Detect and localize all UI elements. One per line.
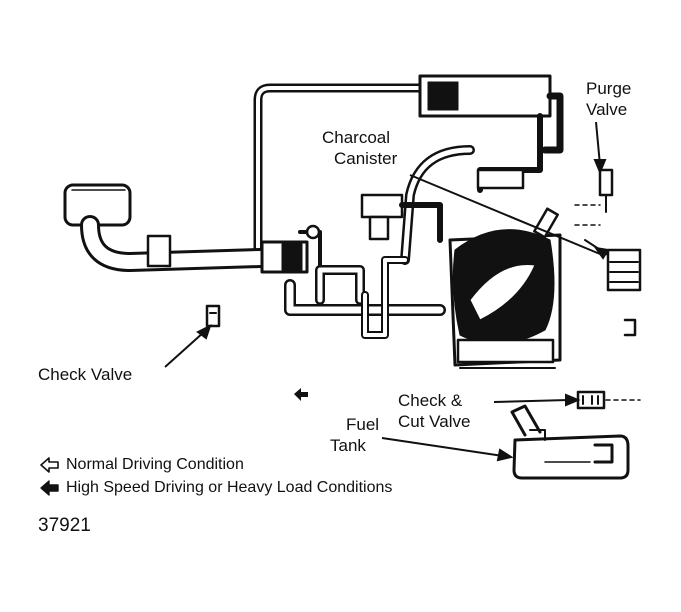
leader-fuel-tank [381,437,504,457]
leader-purge-valve [595,121,601,166]
check-valve-body [205,304,221,328]
label-check-valve: Check Valve [38,365,133,384]
leader-charcoal-canister [409,174,601,255]
outline-arrow-icon [40,457,59,473]
label-purge-valve: Purge Valve [586,78,631,120]
label-purge-line-2: Valve [586,100,628,119]
label-canister-line-1: Charcoal [322,128,391,147]
label-fuel-line-1: Fuel [346,415,380,434]
figure-number: 37921 [38,515,91,536]
solid-arrow-icon [40,480,59,496]
label-check-cut-line-2: Cut Valve [398,412,471,431]
leader-check-cut-valve [493,399,569,403]
leader-check-valve [164,331,205,368]
label-check-cut-valve: Check & Cut Valve [398,390,470,432]
hose-top-loop [253,83,425,255]
label-purge-line-1: Purge [586,79,632,98]
legend-high-speed: High Speed Driving or Heavy Load Conditi… [40,479,392,497]
label-charcoal-canister: Charcoal Canister [322,127,397,169]
label-canister-line-2: Canister [334,149,398,168]
label-check-cut-line-1: Check & [398,391,463,410]
solid-arrow-marker [294,388,308,401]
label-fuel-tank: Fuel Tank [330,414,379,456]
legend-normal: Normal Driving Condition [40,456,244,474]
purge-valve-body [606,248,642,292]
legend-high-speed-text: High Speed Driving or Heavy Load Conditi… [66,479,393,496]
label-fuel-line-2: Tank [330,436,366,455]
legend-normal-text: Normal Driving Condition [66,456,244,473]
